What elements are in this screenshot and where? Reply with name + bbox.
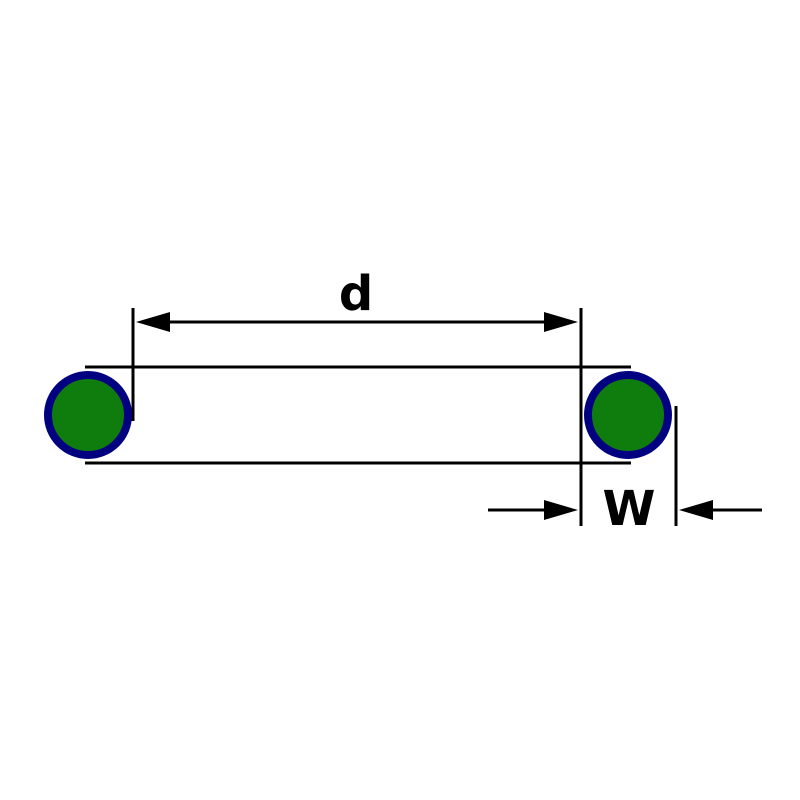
dimension-d-arrowhead-right <box>544 312 578 332</box>
dimension-w-arrowhead-left <box>544 500 578 520</box>
oring-cross-section-left <box>44 371 132 459</box>
dimension-w-label: W <box>603 481 656 537</box>
dimension-w-arrowhead-right <box>679 500 713 520</box>
dimension-d-label: d <box>339 266 373 322</box>
oring-cross-section-right <box>584 371 672 459</box>
dimension-d-arrowhead-left <box>136 312 170 332</box>
